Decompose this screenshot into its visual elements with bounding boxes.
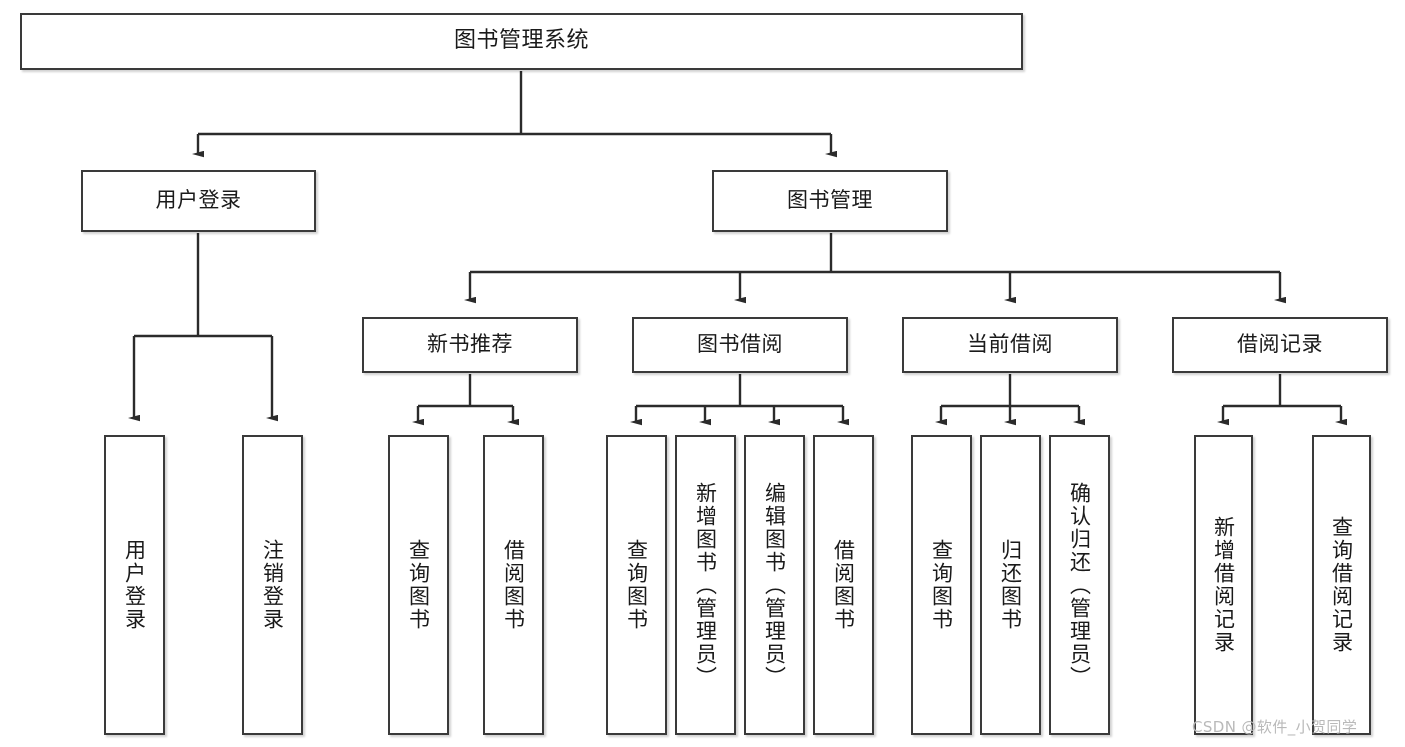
node-user-login-label: 用户登录 xyxy=(155,188,242,213)
node-leaf-label: 查询图书 xyxy=(624,539,649,631)
node-leaf-label: 编辑图书（管理员） xyxy=(762,481,787,689)
node-leaf-bookborrow-borrow-book[interactable]: 借阅图书 xyxy=(813,435,874,735)
node-leaf-borrowrecord-add-record[interactable]: 新增借阅记录 xyxy=(1194,435,1253,735)
node-leaf-label: 借阅图书 xyxy=(501,539,526,631)
node-leaf-label: 确认归还（管理员） xyxy=(1067,481,1092,689)
node-book-management[interactable]: 图书管理 xyxy=(712,170,948,232)
node-leaf-bookborrow-query-book[interactable]: 查询图书 xyxy=(606,435,667,735)
node-new-book-recommend-label: 新书推荐 xyxy=(427,332,513,357)
node-book-borrow[interactable]: 图书借阅 xyxy=(632,317,848,373)
node-new-book-recommend[interactable]: 新书推荐 xyxy=(362,317,578,373)
node-leaf-label: 查询借阅记录 xyxy=(1329,516,1354,654)
node-leaf-label: 新增借阅记录 xyxy=(1211,516,1236,654)
node-leaf-user-login-logout[interactable]: 注销登录 xyxy=(242,435,303,735)
node-leaf-label: 新增图书（管理员） xyxy=(693,481,718,689)
node-leaf-currentborrow-return-book[interactable]: 归还图书 xyxy=(980,435,1041,735)
node-leaf-label: 借阅图书 xyxy=(831,539,856,631)
node-leaf-label: 归还图书 xyxy=(998,539,1023,631)
node-leaf-currentborrow-confirm-return[interactable]: 确认归还（管理员） xyxy=(1049,435,1110,735)
node-leaf-bookborrow-add-book[interactable]: 新增图书（管理员） xyxy=(675,435,736,735)
node-borrow-record-label: 借阅记录 xyxy=(1237,332,1323,357)
node-borrow-record[interactable]: 借阅记录 xyxy=(1172,317,1388,373)
node-root-book-management-system[interactable]: 图书管理系统 xyxy=(20,13,1023,70)
node-leaf-newbook-borrow-book[interactable]: 借阅图书 xyxy=(483,435,544,735)
node-leaf-newbook-query-book[interactable]: 查询图书 xyxy=(388,435,449,735)
node-current-borrow[interactable]: 当前借阅 xyxy=(902,317,1118,373)
node-current-borrow-label: 当前借阅 xyxy=(967,332,1053,357)
node-root-label: 图书管理系统 xyxy=(453,28,589,54)
node-leaf-borrowrecord-query-record[interactable]: 查询借阅记录 xyxy=(1312,435,1371,735)
node-leaf-label: 查询图书 xyxy=(406,539,431,631)
node-leaf-user-login-login[interactable]: 用户登录 xyxy=(104,435,165,735)
node-leaf-label: 用户登录 xyxy=(122,539,147,631)
node-book-management-label: 图书管理 xyxy=(787,188,873,213)
node-leaf-label: 查询图书 xyxy=(929,539,954,631)
node-leaf-currentborrow-query-book[interactable]: 查询图书 xyxy=(911,435,972,735)
node-user-login[interactable]: 用户登录 xyxy=(81,170,316,232)
node-leaf-bookborrow-edit-book[interactable]: 编辑图书（管理员） xyxy=(744,435,805,735)
node-leaf-label: 注销登录 xyxy=(260,539,285,631)
node-book-borrow-label: 图书借阅 xyxy=(697,332,783,357)
